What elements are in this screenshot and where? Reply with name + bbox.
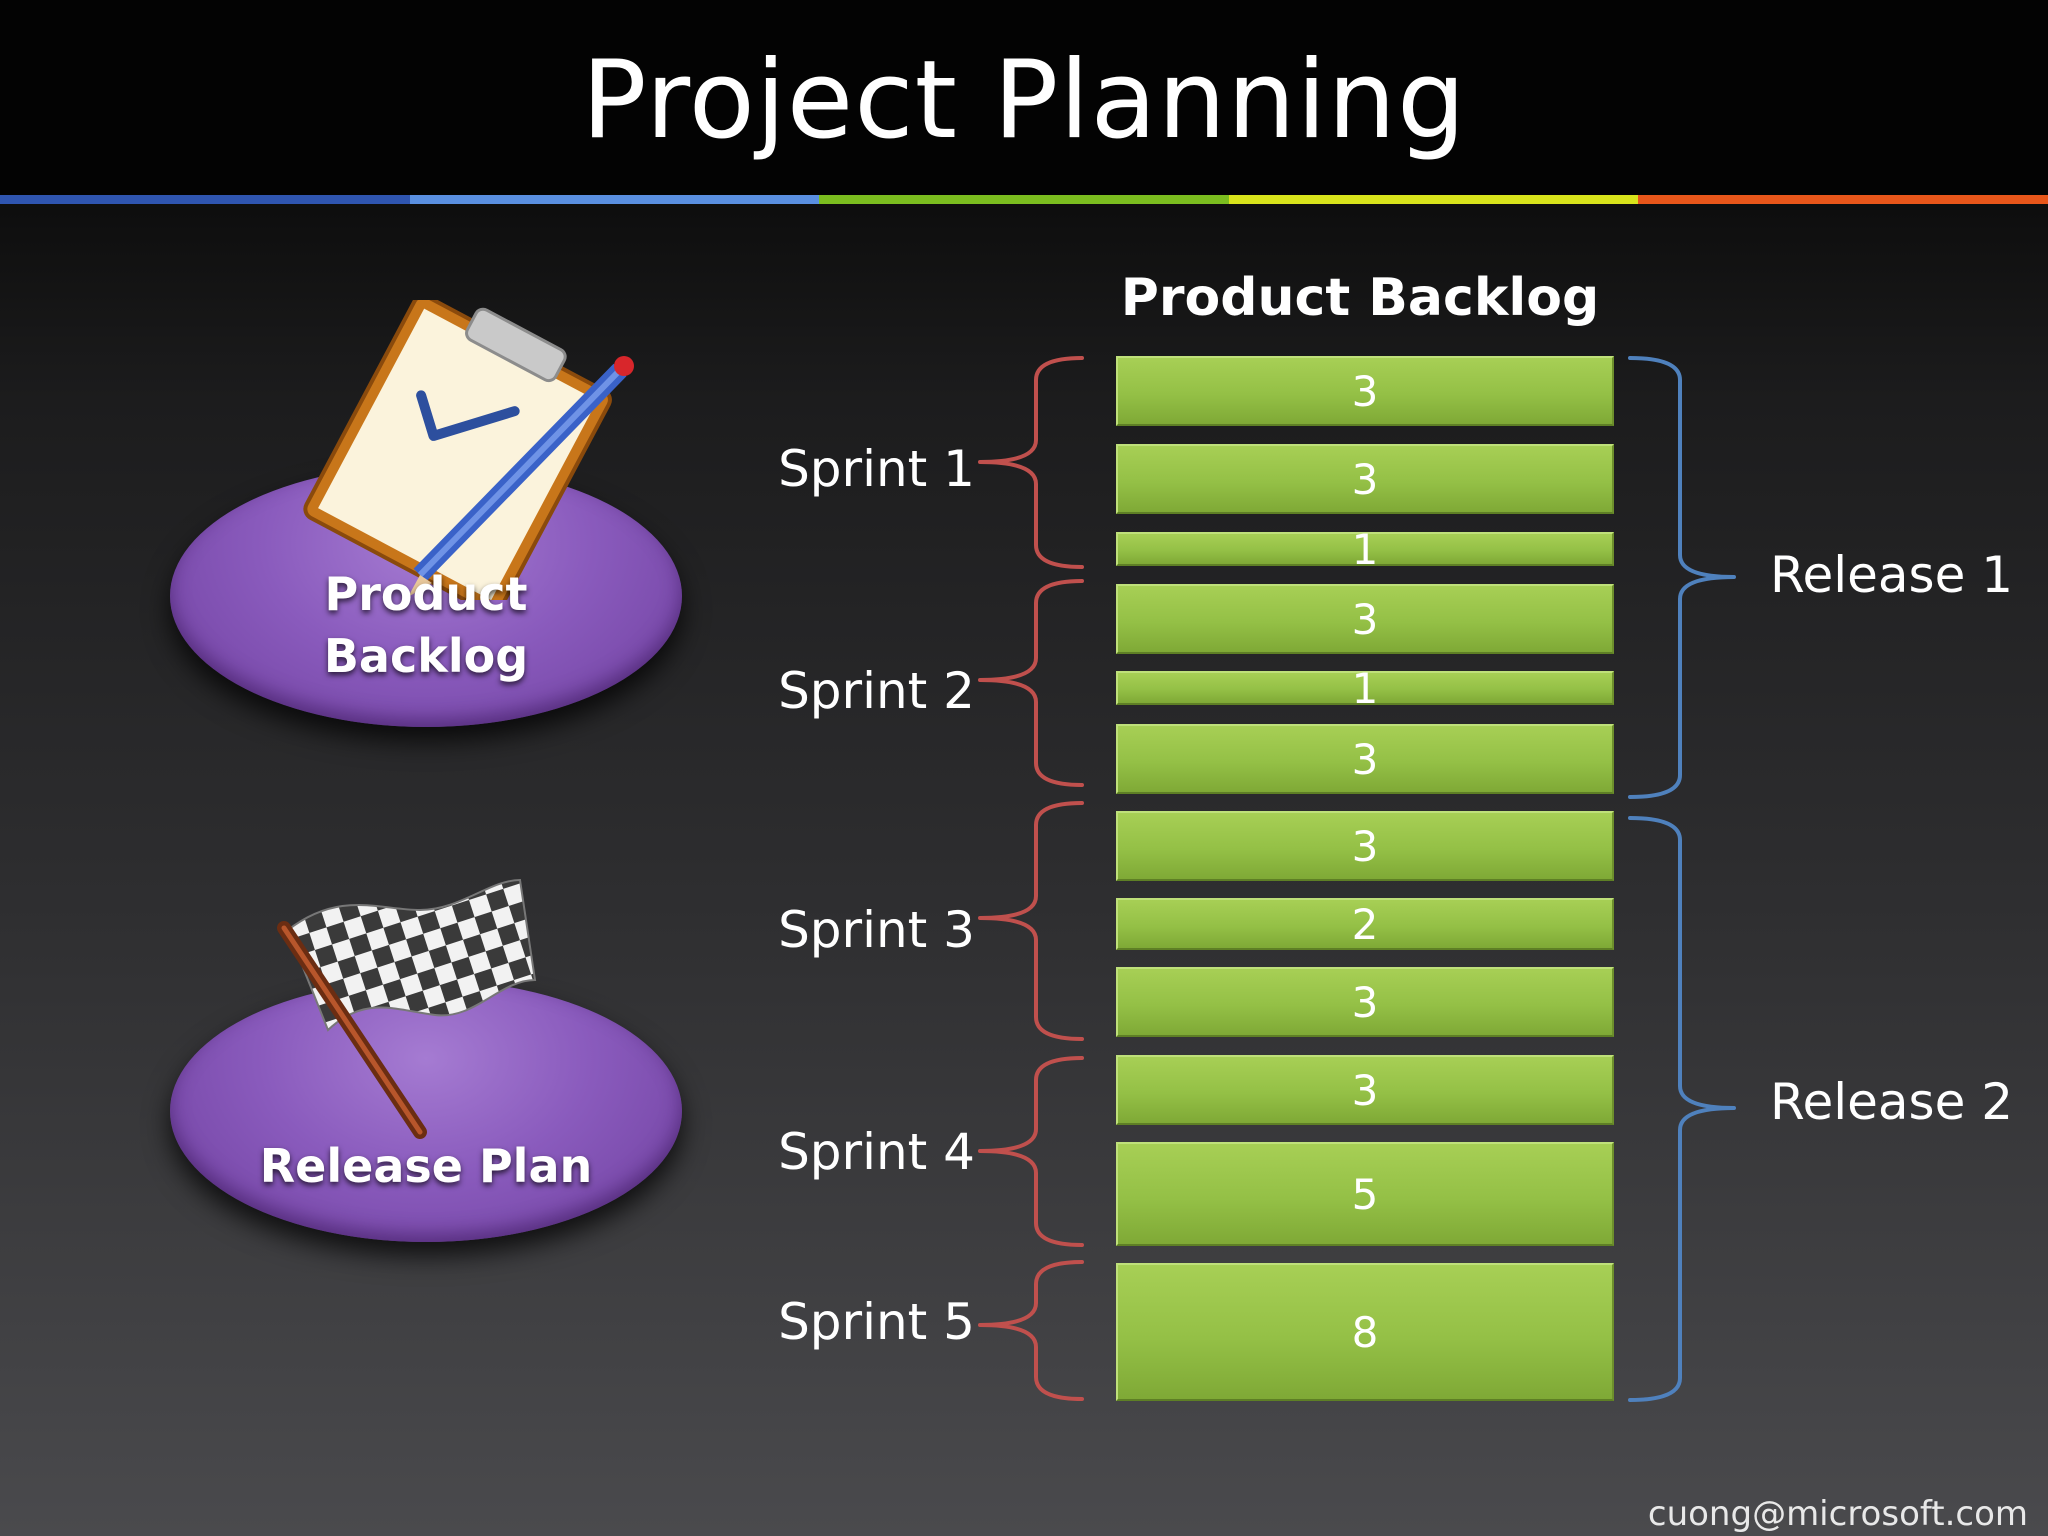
backlog-item: 3	[1116, 584, 1614, 654]
sprint-1-brace	[980, 358, 1082, 567]
backlog-item: 3	[1116, 1055, 1614, 1125]
checkered-flag-icon	[270, 870, 560, 1150]
stripe-segment	[1229, 195, 1639, 204]
sprint-label-3: Sprint 3	[770, 900, 975, 960]
slide-title: Project Planning	[0, 38, 2048, 163]
stripe-segment	[0, 195, 410, 204]
sprint-label-2: Sprint 2	[770, 661, 975, 721]
sprint-4-brace	[980, 1058, 1082, 1245]
sprint-label-5: Sprint 5	[770, 1292, 975, 1352]
release-label-2: Release 2	[1770, 1072, 2013, 1132]
release-label-1: Release 1	[1770, 545, 2013, 605]
item-points: 1	[1352, 664, 1379, 713]
stripe-segment	[819, 195, 1229, 204]
release-1-brace	[1630, 358, 1734, 797]
item-points: 3	[1352, 735, 1379, 784]
backlog-item: 3	[1116, 724, 1614, 794]
item-points: 3	[1352, 595, 1379, 644]
item-points: 5	[1352, 1170, 1379, 1219]
backlog-item: 3	[1116, 811, 1614, 881]
sprint-label-4: Sprint 4	[770, 1122, 975, 1182]
backlog-item: 3	[1116, 444, 1614, 514]
title-bar: Project Planning	[0, 0, 2048, 195]
item-points: 3	[1352, 1066, 1379, 1115]
release-2-brace	[1630, 818, 1734, 1400]
release-plan-label: Release Plan	[230, 1135, 622, 1197]
product-backlog-label-line1: Product	[230, 563, 622, 625]
backlog-item: 2	[1116, 898, 1614, 950]
sprint-5-brace	[980, 1262, 1082, 1399]
stripe-segment	[1638, 195, 2048, 204]
backlog-item: 5	[1116, 1142, 1614, 1246]
item-points: 3	[1352, 367, 1379, 416]
stripe-segment	[410, 195, 820, 204]
sprint-3-brace	[980, 803, 1082, 1039]
item-points: 2	[1352, 900, 1379, 949]
backlog-item: 3	[1116, 356, 1614, 426]
product-backlog-label: Product Backlog	[230, 563, 622, 687]
backlog-item: 8	[1116, 1263, 1614, 1401]
sprint-2-brace	[980, 581, 1082, 785]
color-stripe	[0, 195, 2048, 204]
item-points: 1	[1352, 525, 1379, 574]
footer-email: cuong@microsoft.com	[1648, 1494, 2028, 1534]
item-points: 8	[1352, 1308, 1379, 1357]
backlog-item: 1	[1116, 671, 1614, 705]
backlog-title: Product Backlog	[1100, 268, 1620, 328]
sprint-label-1: Sprint 1	[770, 439, 975, 499]
item-points: 3	[1352, 455, 1379, 504]
item-points: 3	[1352, 822, 1379, 871]
backlog-item: 3	[1116, 967, 1614, 1037]
item-points: 3	[1352, 978, 1379, 1027]
product-backlog-label-line2: Backlog	[230, 625, 622, 687]
backlog-item: 1	[1116, 532, 1614, 566]
clipboard-checklist-icon	[290, 300, 650, 600]
